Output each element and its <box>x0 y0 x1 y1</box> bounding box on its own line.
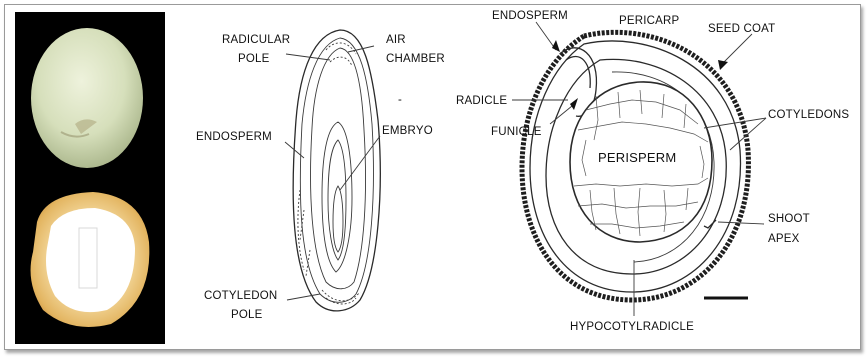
label-air-chamber-line1: AIR <box>386 34 406 46</box>
label-cotyledon-pole-line1: COTYLEDON <box>204 290 277 302</box>
label-endosperm-b: ENDOSPERM <box>196 131 272 143</box>
label-hypocotylradicle: HYPOCOTYLRADICLE <box>570 321 694 333</box>
longitudinal-section-drawing <box>293 30 380 311</box>
label-seed-coat: SEED COAT <box>708 23 775 35</box>
cross-section-drawing <box>522 32 748 300</box>
label-dash: - <box>398 94 402 106</box>
label-embryo: EMBRYO <box>382 125 433 137</box>
label-shoot-apex-line2: APEX <box>768 233 800 245</box>
label-perisperm: PERISPERM <box>598 150 676 165</box>
label-radicular-pole-line2: POLE <box>238 53 270 65</box>
label-funicle: FUNICLE <box>491 126 542 138</box>
label-pericarp: PERICARP <box>619 15 680 27</box>
label-cotyledons: COTYLEDONS <box>768 109 849 121</box>
label-air-chamber-line2: CHAMBER <box>386 53 445 65</box>
label-radicle: RADICLE <box>456 95 507 107</box>
label-endosperm-c: ENDOSPERM <box>492 10 568 22</box>
label-radicular-pole-line1: RADICULAR <box>222 34 290 46</box>
label-cotyledon-pole-line2: POLE <box>231 309 263 321</box>
label-shoot-apex-line1: SHOOT <box>768 213 810 225</box>
